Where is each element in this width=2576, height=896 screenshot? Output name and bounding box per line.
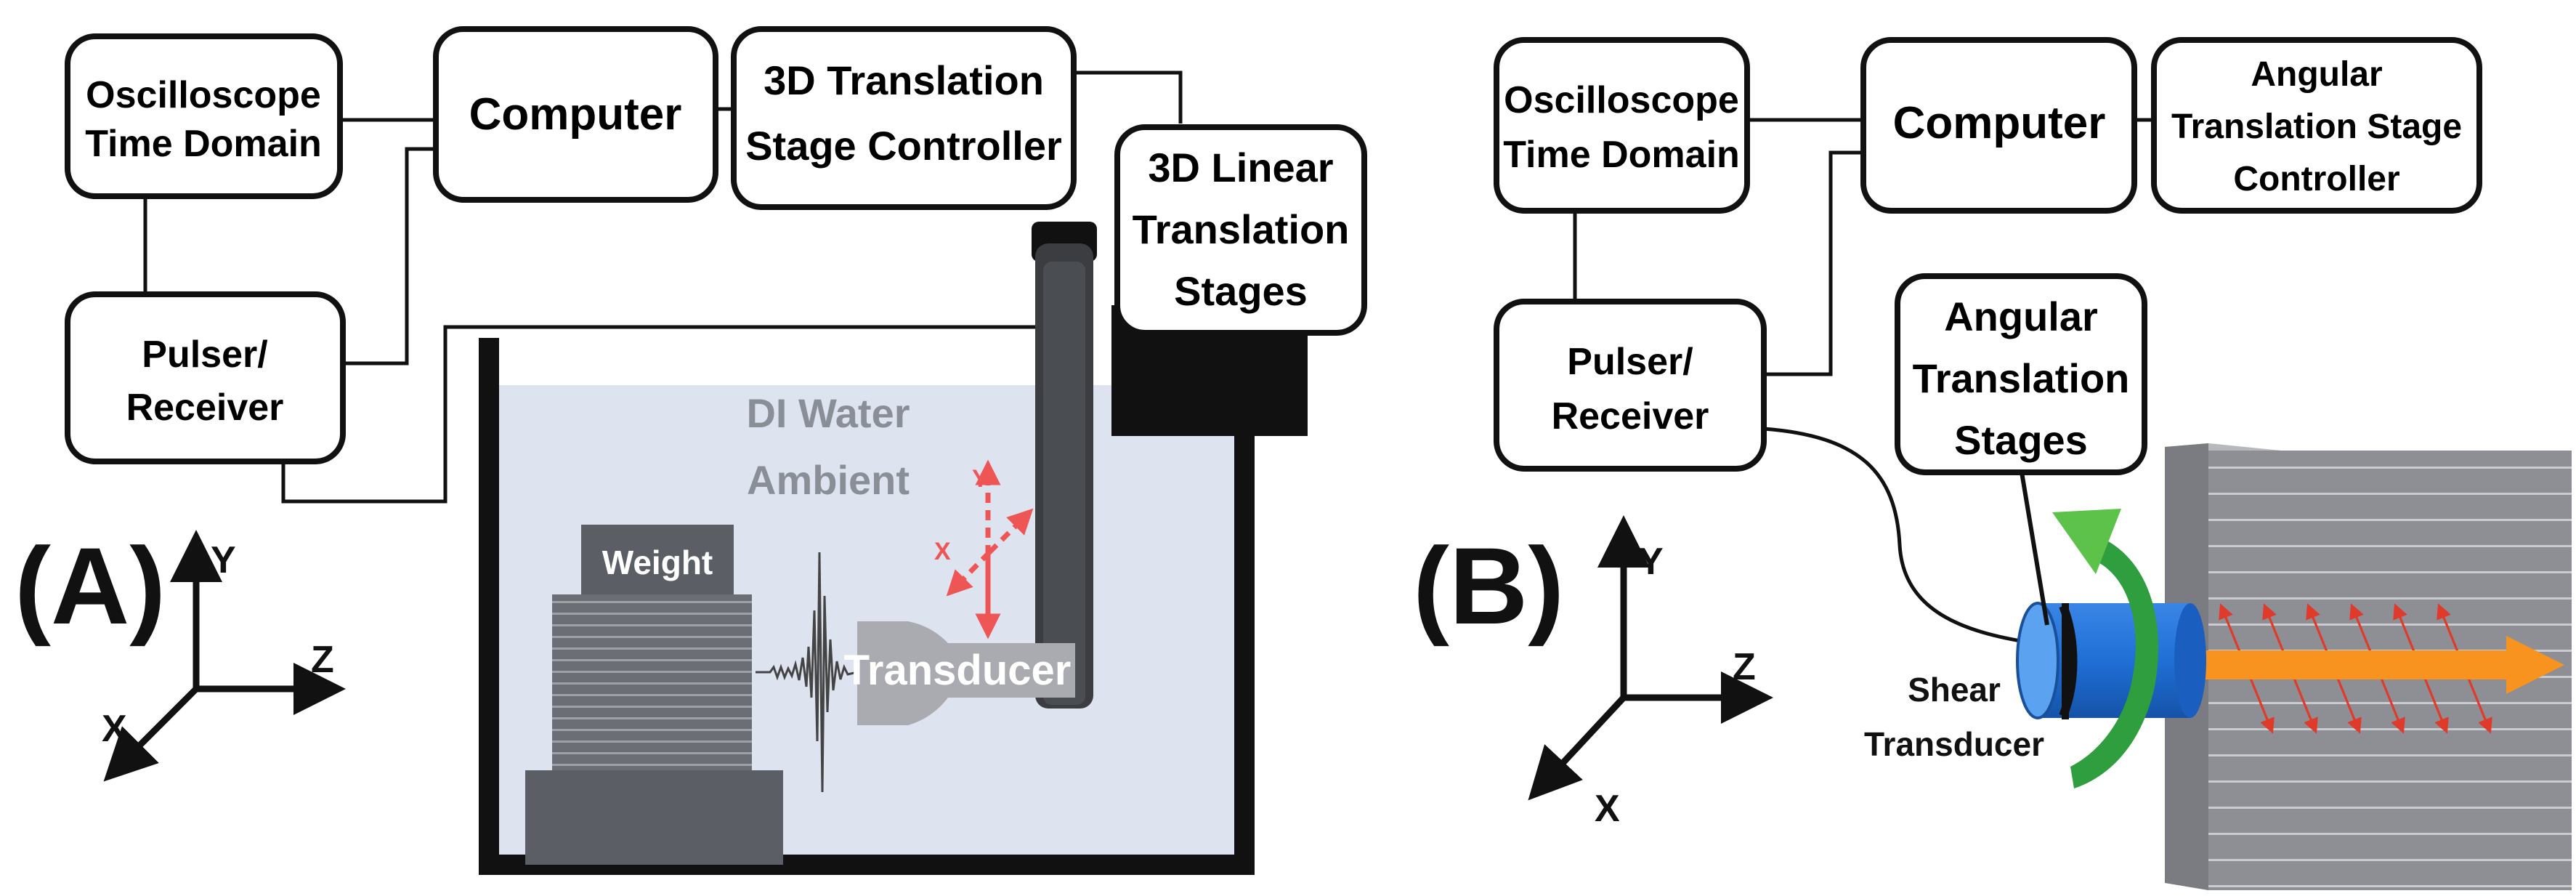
ultrasound-waveform [756,552,858,793]
oscilloscope-label-b-line2: Time Domain [1503,134,1740,176]
axis-z-label-a: Z [311,639,334,681]
stages-label-b: Angular [1944,294,2098,339]
stages-box-b: Angular Translation Stages [1895,273,2147,475]
oscilloscope-box-a: Oscilloscope Time Domain [65,33,343,199]
red-y-label: Y [972,465,989,493]
rotation-arrow-icon [2052,509,2159,788]
controller-box-a: 3D Translation Stage Controller [731,26,1077,210]
stages-label-b-line3: Stages [1954,417,2088,463]
immersion-transducer: Transducer [844,621,1075,725]
coordinate-axes-a [103,530,346,782]
shear-transducer-label: Shear [1908,671,2001,709]
red-x-label: X [934,538,951,565]
oscilloscope-box-b: Oscilloscope Time Domain [1494,37,1750,214]
computer-label-a: Computer [469,89,682,140]
pulser-box-a: Pulser/ Receiver [65,291,346,464]
shear-transducer-label-line2: Transducer [1864,725,2044,763]
pulser-box-b: Pulser/ Receiver [1494,299,1767,472]
computer-box-a: Computer [433,26,718,203]
pulser-label-b-line2: Receiver [1552,395,1709,437]
axis-y-label-b: Y [1638,541,1664,583]
controller-label-b-line2: Translation Stage [2171,108,2462,146]
oscilloscope-label-a: Oscilloscope [86,74,321,116]
shear-transducer [2016,602,2206,719]
panel-b: Oscilloscope Time Domain Computer Angula… [1413,37,2572,890]
axis-z-label-b: Z [1733,646,1756,688]
di-water-label: DI Water [746,390,910,436]
oscilloscope-label-b: Oscilloscope [1504,79,1739,121]
stages-label-b-line2: Translation [1913,355,2130,401]
panel-a: Oscilloscope Time Domain Computer 3D Tra… [15,26,1367,875]
panel-b-label: (B) [1413,525,1564,647]
local-axes-red [946,459,1034,639]
computer-label-b: Computer [1893,98,2106,148]
connection-wires-b [1573,118,2154,645]
coordinate-axes-b [1528,515,1773,801]
controller-box-b: Angular Translation Stage Controller [2151,37,2482,214]
pulser-label-a: Pulser/ [142,334,267,376]
stages-label-a-line2: Translation [1133,206,1350,252]
pulser-label-a-line2: Receiver [126,387,284,429]
oscilloscope-label-a-line2: Time Domain [85,123,322,165]
propagation-arrow [2165,636,2564,694]
transducer-label: Transducer [844,647,1072,694]
controller-label-a-line2: Stage Controller [745,123,1062,169]
axis-x-label-a: X [102,708,127,750]
weight-label: Weight [602,544,713,581]
controller-label-a: 3D Translation [764,57,1044,103]
stages-label-a-line3: Stages [1174,268,1308,314]
computer-box-b: Computer [1860,37,2137,214]
sample-stack: Weight [525,525,783,865]
axis-y-label-a: Y [211,539,236,581]
stages-box-a: 3D Linear Translation Stages [1114,124,1367,336]
pulser-label-b: Pulser/ [1567,341,1693,383]
controller-label-b-line3: Controller [2233,160,2399,198]
axis-x-label-b: X [1595,788,1620,830]
controller-label-b: Angular [2251,55,2382,94]
ambient-label: Ambient [747,457,910,503]
stages-pointer-line [2020,472,2049,626]
panel-a-label: (A) [15,525,166,647]
stages-label-a: 3D Linear [1148,145,1333,190]
